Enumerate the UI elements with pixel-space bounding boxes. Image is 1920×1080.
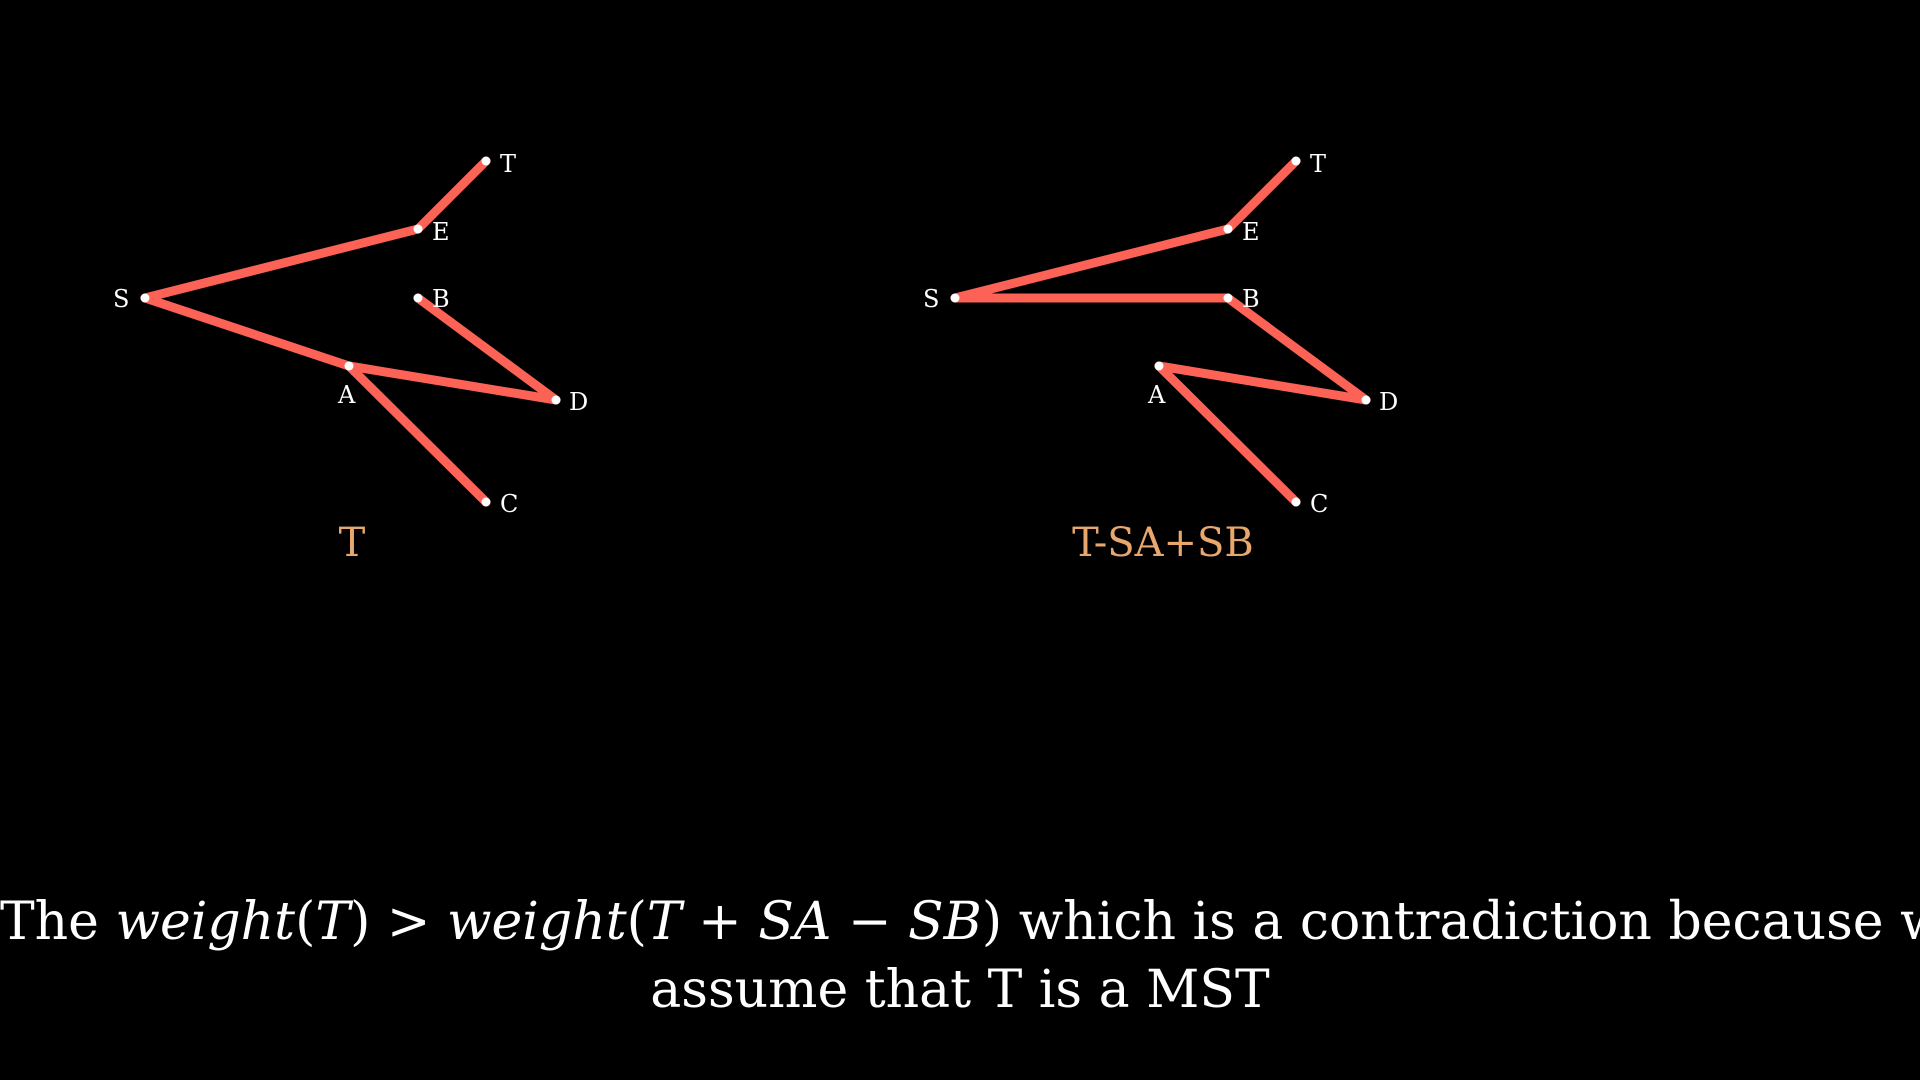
edge-b-d	[1223, 293, 1371, 405]
node-label-s: S	[113, 285, 129, 313]
caption-minus: −	[847, 892, 892, 952]
caption-rhs-arg-2: SA	[758, 892, 832, 952]
node-t	[1291, 156, 1301, 166]
node-label-a: A	[1147, 381, 1166, 409]
caption-rhs: weight	[447, 892, 627, 952]
caption-plus: +	[698, 892, 742, 952]
caption: The weight(T) > weight(T + SA − SB) whic…	[0, 888, 1920, 1024]
node-label-c: C	[1310, 490, 1328, 518]
node-label-b: B	[432, 285, 450, 313]
caption-line-2: assume that T is a MST	[650, 960, 1270, 1020]
edge-a-c	[344, 361, 491, 507]
node-a	[1154, 361, 1164, 371]
edge-a-d	[344, 361, 561, 405]
graph-modified-tree: S E T B A D C T-SA+SB	[923, 150, 1398, 566]
node-label-t: T	[1310, 150, 1326, 178]
node-label-b: B	[1242, 285, 1260, 313]
graph-title: T-SA+SB	[1072, 520, 1254, 566]
caption-lhs-arg: T	[315, 892, 351, 952]
node-c	[1291, 497, 1301, 507]
node-b	[413, 293, 423, 303]
graph-original-tree: S E T B A D C T	[113, 150, 588, 566]
caption-rhs-arg-1: T	[646, 892, 682, 952]
caption-relation: >	[386, 892, 431, 952]
graph-title: T	[339, 520, 366, 566]
node-b	[1223, 293, 1233, 303]
node-label-d: D	[569, 388, 588, 416]
edge-e-t	[413, 156, 491, 234]
edge-e-t	[1223, 156, 1301, 234]
node-e	[1223, 224, 1233, 234]
caption-lhs: weight	[115, 892, 296, 952]
node-label-e: E	[1242, 218, 1260, 246]
node-s	[950, 293, 960, 303]
node-e	[413, 224, 423, 234]
node-label-e: E	[432, 218, 450, 246]
edge-s-e	[140, 224, 423, 303]
caption-rhs-arg-3: SB	[908, 892, 982, 952]
node-a	[344, 361, 354, 371]
node-d	[1361, 395, 1371, 405]
node-d	[551, 395, 561, 405]
edge-s-e	[950, 224, 1233, 303]
node-label-t: T	[500, 150, 516, 178]
caption-prefix: The	[0, 892, 99, 952]
edge-a-c	[1154, 361, 1301, 507]
node-label-d: D	[1379, 388, 1398, 416]
edge-d-a	[1154, 361, 1371, 405]
node-label-a: A	[337, 381, 356, 409]
node-label-c: C	[500, 490, 518, 518]
node-label-s: S	[923, 285, 939, 313]
node-c	[481, 497, 491, 507]
edge-s-a	[140, 293, 354, 371]
node-s	[140, 293, 150, 303]
edge-d-b	[413, 293, 561, 405]
caption-line-1: The weight(T) > weight(T + SA − SB) whic…	[0, 888, 1920, 956]
node-t	[481, 156, 491, 166]
caption-suffix: which is a contradiction because we	[1018, 892, 1920, 952]
